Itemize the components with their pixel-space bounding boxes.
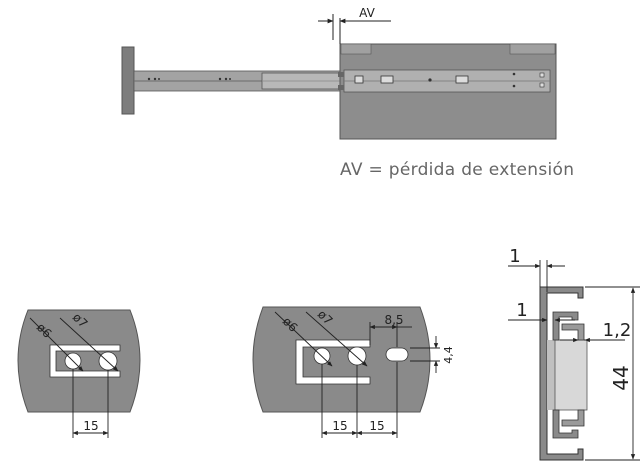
bracket-middle: ø6 ø7 8,5 4,4 15 15 (252, 306, 455, 438)
drawer-slide-view: AV (121, 6, 557, 140)
profile-thickness: 1,2 (603, 320, 632, 341)
rail-profile: 1 1 1,2 44 (508, 246, 640, 461)
outer-rail-slots (354, 75, 469, 84)
bracket-middle-slot-offset: 8,5 (384, 313, 403, 327)
oblong-slot (385, 347, 409, 362)
inner-slide-body (554, 339, 588, 411)
front-plate (121, 46, 135, 115)
bracket-left: ø6 ø7 15 (17, 309, 141, 438)
av-label: AV (359, 6, 375, 20)
bracket-left-spacing: 15 (83, 419, 98, 433)
bracket-middle-slot-width: 4,4 (442, 346, 455, 364)
bracket-middle-spacing-b: 15 (369, 419, 384, 433)
rail-holes (147, 77, 231, 81)
bracket-middle-spacing-a: 15 (332, 419, 347, 433)
av-caption: AV = pérdida de extensión (340, 160, 575, 180)
profile-gap-top: 1 (509, 246, 520, 267)
profile-height: 44 (609, 365, 633, 390)
av-dimension (318, 14, 391, 44)
profile-gap-inner: 1 (516, 300, 527, 321)
